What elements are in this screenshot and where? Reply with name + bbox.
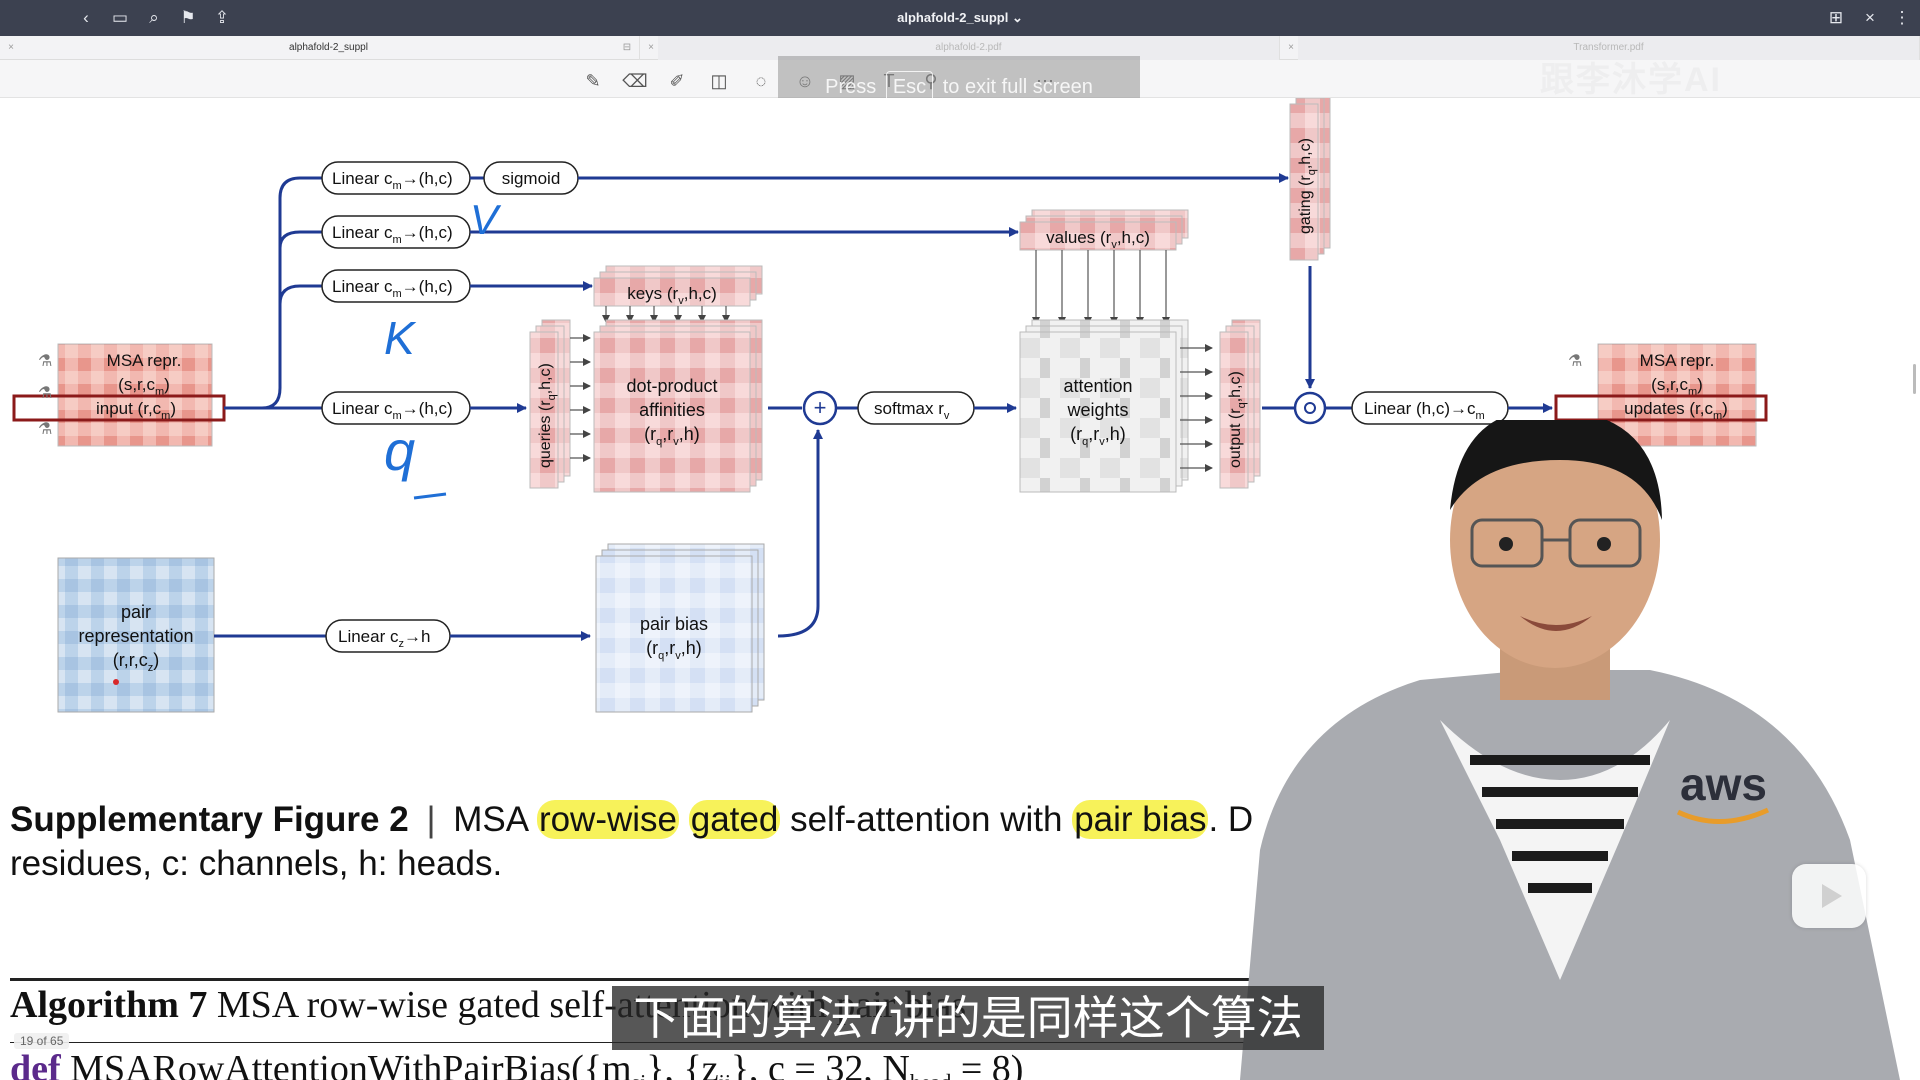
presenter-video: aws (1240, 420, 1900, 1080)
eraser-icon[interactable]: ⌫ (622, 71, 648, 91)
tab-alphafold-suppl[interactable]: alphafold-2_suppl (18, 36, 640, 60)
gate-multiply-node (1293, 391, 1327, 425)
pen-icon[interactable]: ✎ (585, 71, 601, 91)
linear-key-box: Linear cm→(h,c) (321, 269, 471, 303)
close-window-icon[interactable]: × (1865, 8, 1875, 27)
back-icon[interactable]: ‹ (83, 8, 89, 27)
dot-product-block: dot-product affinities (rq,rv,h) (593, 319, 763, 493)
tab-bar: × alphafold-2_suppl ⊟ × alphafold-2.pdf … (0, 36, 1920, 60)
msa-output-block: MSA repr. (s,r,cm) updates (r,cm) ⚗ ⚗ (1554, 343, 1768, 447)
lasso-icon[interactable]: ◌ (755, 71, 767, 91)
add-page-icon[interactable]: ⊞ (1828, 8, 1844, 27)
more-icon[interactable]: ⋮ (1893, 8, 1911, 27)
msa-in-shape: (s,r,c (118, 375, 155, 394)
svg-text:(s,r,cm): (s,r,cm) (118, 375, 170, 398)
pair-representation-block: pair representation (r,r,cz) (57, 557, 215, 713)
close-tab-icon[interactable]: × (648, 42, 654, 53)
highlight-row-wise: row-wise (536, 800, 680, 839)
output-block: output (rq,h,c) (1219, 319, 1261, 489)
svg-text:(r,r,cz): (r,r,cz) (113, 650, 160, 674)
values-block: values (rv,h,c) (1019, 209, 1189, 251)
linear-pair-box: Linear cz→h (325, 619, 451, 653)
svg-text:Linear cm→(h,c): Linear cm→(h,c) (332, 277, 453, 300)
channel-watermark: 跟李沐学AI (1540, 61, 1722, 99)
svg-text:keys (rv,h,c): keys (rv,h,c) (627, 284, 717, 307)
svg-text:affinities: affinities (639, 400, 705, 420)
svg-text:(s,r,cm): (s,r,cm) (1651, 375, 1703, 398)
svg-text:representation: representation (78, 626, 193, 646)
svg-text:dot-product: dot-product (626, 376, 717, 396)
close-tab-icon[interactable]: × (1288, 42, 1294, 53)
structure-icon: ⚗ (1568, 353, 1582, 370)
handwritten-k-annotation: K (384, 312, 417, 364)
svg-text:+: + (814, 395, 827, 420)
page-indicator: 19 of 65 (14, 1033, 70, 1049)
figure-label: Supplementary Figure 2 (10, 800, 409, 839)
algorithm-label: Algorithm 7 (10, 984, 208, 1026)
svg-text:weights: weights (1066, 400, 1128, 420)
msa-in-input: input (r,c (96, 399, 162, 418)
attention-weights-block: attention weights (rq,rv,h) (1019, 319, 1189, 493)
hint-press: Press (825, 76, 877, 98)
share-icon[interactable]: ⇪ (214, 8, 230, 27)
highlighter-icon[interactable]: ✐ (669, 71, 685, 91)
tab-transformer-pdf[interactable]: Transformer.pdf (1298, 36, 1920, 60)
svg-text:pair bias: pair bias (640, 614, 708, 634)
svg-text:(rq,rv,h): (rq,rv,h) (646, 638, 702, 662)
play-button[interactable] (1792, 864, 1866, 928)
handwritten-v-annotation: V (470, 196, 502, 243)
svg-text:input (r,cm): input (r,cm) (96, 399, 176, 422)
svg-text:MSA repr.: MSA repr. (1640, 351, 1715, 370)
scrollbar-thumb[interactable] (1913, 364, 1916, 394)
bookmark-icon[interactable]: ⚑ (180, 8, 196, 27)
handwritten-q-annotation: q (384, 419, 415, 482)
caption-line-2: residues, c: channels, h: heads. (10, 844, 503, 883)
svg-text:Linear cm→(h,c): Linear cm→(h,c) (332, 399, 453, 422)
structure-icon: ⚗ (38, 385, 52, 402)
sidebar-toggle-icon[interactable]: ▭ (111, 8, 129, 27)
sigmoid-box: sigmoid (483, 161, 579, 195)
svg-text:pair: pair (121, 602, 151, 622)
svg-text:attention: attention (1063, 376, 1132, 396)
hint-rest: to exit full screen (942, 76, 1093, 98)
close-tab-icon[interactable]: × (8, 42, 14, 53)
svg-text:queries (rq,h,c): queries (rq,h,c) (537, 363, 558, 468)
svg-text:sigmoid: sigmoid (502, 169, 561, 188)
svg-text:Linear cm→(h,c): Linear cm→(h,c) (332, 169, 453, 192)
svg-text:gating (rq,h,c): gating (rq,h,c) (1297, 138, 1318, 234)
pair-bias-block: pair bias (rq,rv,h) (595, 543, 765, 713)
figure-caption: Supplementary Figure 2 | MSA row-wise ga… (10, 800, 1254, 883)
softmax-box: softmax rv (857, 391, 975, 425)
search-icon[interactable]: ⌕ (149, 8, 159, 27)
svg-text:(rq,rv,h): (rq,rv,h) (1070, 424, 1126, 448)
highlight-gated: gated (688, 800, 781, 839)
svg-text:Linear cm→(h,c): Linear cm→(h,c) (332, 223, 453, 246)
shirt-logo: aws (1680, 758, 1767, 810)
title-bar: ‹ ▭ ⌕ ⚑ ⇪ alphafold-2_suppl ⌄ ⊞ × ⋮ (0, 0, 1920, 36)
linear-query-box: Linear cm→(h,c) (321, 391, 471, 425)
svg-text:output (rq,h,c): output (rq,h,c) (1227, 371, 1248, 468)
gating-block: gating (rq,h,c) (1289, 98, 1331, 261)
video-subtitle: 下面的算法7讲的是同样这个算法 (612, 986, 1324, 1050)
structure-icon: ⚗ (38, 353, 52, 370)
msa-in-title: MSA repr. (107, 351, 182, 370)
svg-text:values (rv,h,c): values (rv,h,c) (1046, 228, 1150, 251)
svg-text:(rq,rv,h): (rq,rv,h) (644, 424, 700, 448)
svg-text:softmax rv: softmax rv (874, 399, 950, 422)
linear-gate-box: Linear cm→(h,c) (321, 161, 471, 195)
structure-icon: ⚗ (38, 421, 52, 438)
keys-block: keys (rv,h,c) (593, 265, 763, 307)
algorithm-signature: def MSARowAttentionWithPairBias({msi}, {… (10, 1042, 1260, 1080)
queries-block: queries (rq,h,c) (529, 319, 571, 489)
window-title[interactable]: alphafold-2_suppl ⌄ (897, 10, 1023, 25)
svg-text:updates (r,cm): updates (r,cm) (1624, 399, 1728, 422)
attention-diagram: MSA repr. (s,r,cm) input (r,cm) ⚗ ⚗ ⚗ Li… (12, 98, 1768, 713)
svg-text:Linear cz→h: Linear cz→h (338, 627, 430, 650)
highlight-pair-bias: pair bias (1072, 800, 1209, 839)
shapes-icon[interactable]: ◫ (710, 71, 728, 91)
linear-value-box: Linear cm→(h,c) (321, 215, 471, 249)
msa-input-block: MSA repr. (s,r,cm) input (r,cm) ⚗ ⚗ ⚗ (12, 343, 226, 447)
tab-overview-icon[interactable]: ⊟ (622, 42, 632, 53)
svg-text:Linear (h,c)→cm: Linear (h,c)→cm (1364, 399, 1485, 422)
